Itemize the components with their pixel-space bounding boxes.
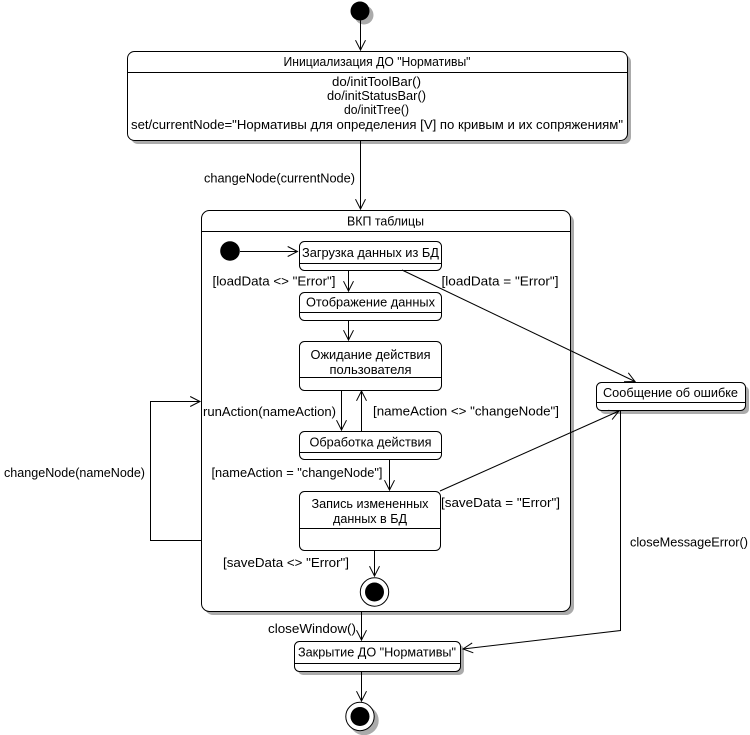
svg-text:данных в БД: данных в БД bbox=[333, 512, 407, 526]
svg-text:Инициализация ДО "Нормативы": Инициализация ДО "Нормативы" bbox=[284, 55, 471, 69]
svg-text:Обработка действия: Обработка действия bbox=[310, 436, 432, 450]
svg-text:Сообщение об ошибке: Сообщение об ошибке bbox=[603, 386, 738, 400]
svg-text:Запись измененных: Запись измененных bbox=[312, 497, 430, 511]
svg-text:runAction(nameAction): runAction(nameAction) bbox=[203, 405, 336, 419]
svg-text:[loadData <> "Error"]: [loadData <> "Error"] bbox=[213, 275, 336, 289]
svg-text:closeMessageError(): closeMessageError() bbox=[630, 536, 748, 550]
svg-text:[nameAction = "changeNode"]: [nameAction = "changeNode"] bbox=[212, 466, 383, 480]
svg-text:Отображение данных: Отображение данных bbox=[306, 296, 436, 310]
svg-text:пользователя: пользователя bbox=[330, 363, 412, 377]
svg-text:closeWindow(): closeWindow() bbox=[268, 622, 356, 636]
svg-text:[saveData = "Error"]: [saveData = "Error"] bbox=[441, 496, 560, 510]
svg-text:do/initTree(): do/initTree() bbox=[344, 103, 409, 117]
svg-text:Ожидание действия: Ожидание действия bbox=[311, 348, 431, 362]
svg-text:Закрытие ДО "Нормативы": Закрытие ДО "Нормативы" bbox=[298, 646, 456, 660]
svg-text:changeNode(currentNode): changeNode(currentNode) bbox=[204, 172, 355, 186]
svg-text:do/initToolBar(): do/initToolBar() bbox=[332, 75, 421, 89]
svg-text:[nameAction <> "changeNode"]: [nameAction <> "changeNode"] bbox=[373, 405, 559, 419]
svg-text:do/initStatusBar(): do/initStatusBar() bbox=[327, 89, 426, 103]
svg-text:[saveData <> "Error"]: [saveData <> "Error"] bbox=[223, 556, 349, 570]
svg-text:Загрузка данных из БД: Загрузка данных из БД bbox=[302, 246, 439, 260]
svg-text:set/currentNode="Нормативы для: set/currentNode="Нормативы для определен… bbox=[131, 118, 623, 132]
svg-text:ВКП таблицы: ВКП таблицы bbox=[347, 215, 424, 229]
svg-text:changeNode(nameNode): changeNode(nameNode) bbox=[4, 466, 145, 480]
svg-text:[loadData = "Error"]: [loadData = "Error"] bbox=[442, 275, 559, 289]
